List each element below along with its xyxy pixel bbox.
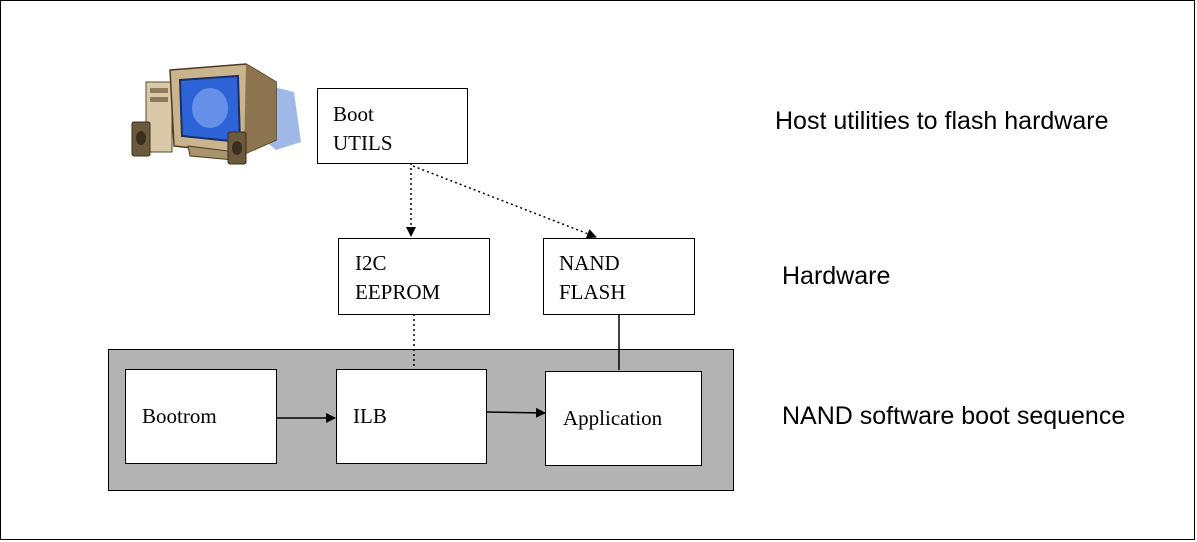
arrow-ilb-to-application [486,407,546,418]
i2c-eeprom-line-1: I2C [355,251,387,275]
host-utilities-label: Host utilities to flash hardware [775,107,1109,135]
hardware-label: Hardware [782,262,891,290]
ilb-label: ILB [353,404,387,428]
bootrom-box: Bootrom [125,369,277,464]
application-label: Application [563,406,663,430]
desktop-computer-icon [131,63,301,165]
nand-boot-sequence-label: NAND software boot sequence [782,402,1126,430]
boot-utils-line-2: UTILS [333,131,393,155]
arrow-boot-to-nand [412,165,597,239]
nand-flash-line-2: FLASH [559,280,626,304]
ilb-box: ILB [336,369,487,464]
boot-utils-line-1: Boot [333,102,374,126]
i2c-eeprom-box: I2C EEPROM [338,238,490,315]
bootrom-label: Bootrom [142,404,217,428]
application-box: Application [545,371,702,466]
nand-flash-box: NAND FLASH [543,238,695,315]
nand-flash-line-1: NAND [559,251,620,275]
i2c-eeprom-line-2: EEPROM [355,280,441,304]
boot-utils-box: Boot UTILS [317,88,468,164]
